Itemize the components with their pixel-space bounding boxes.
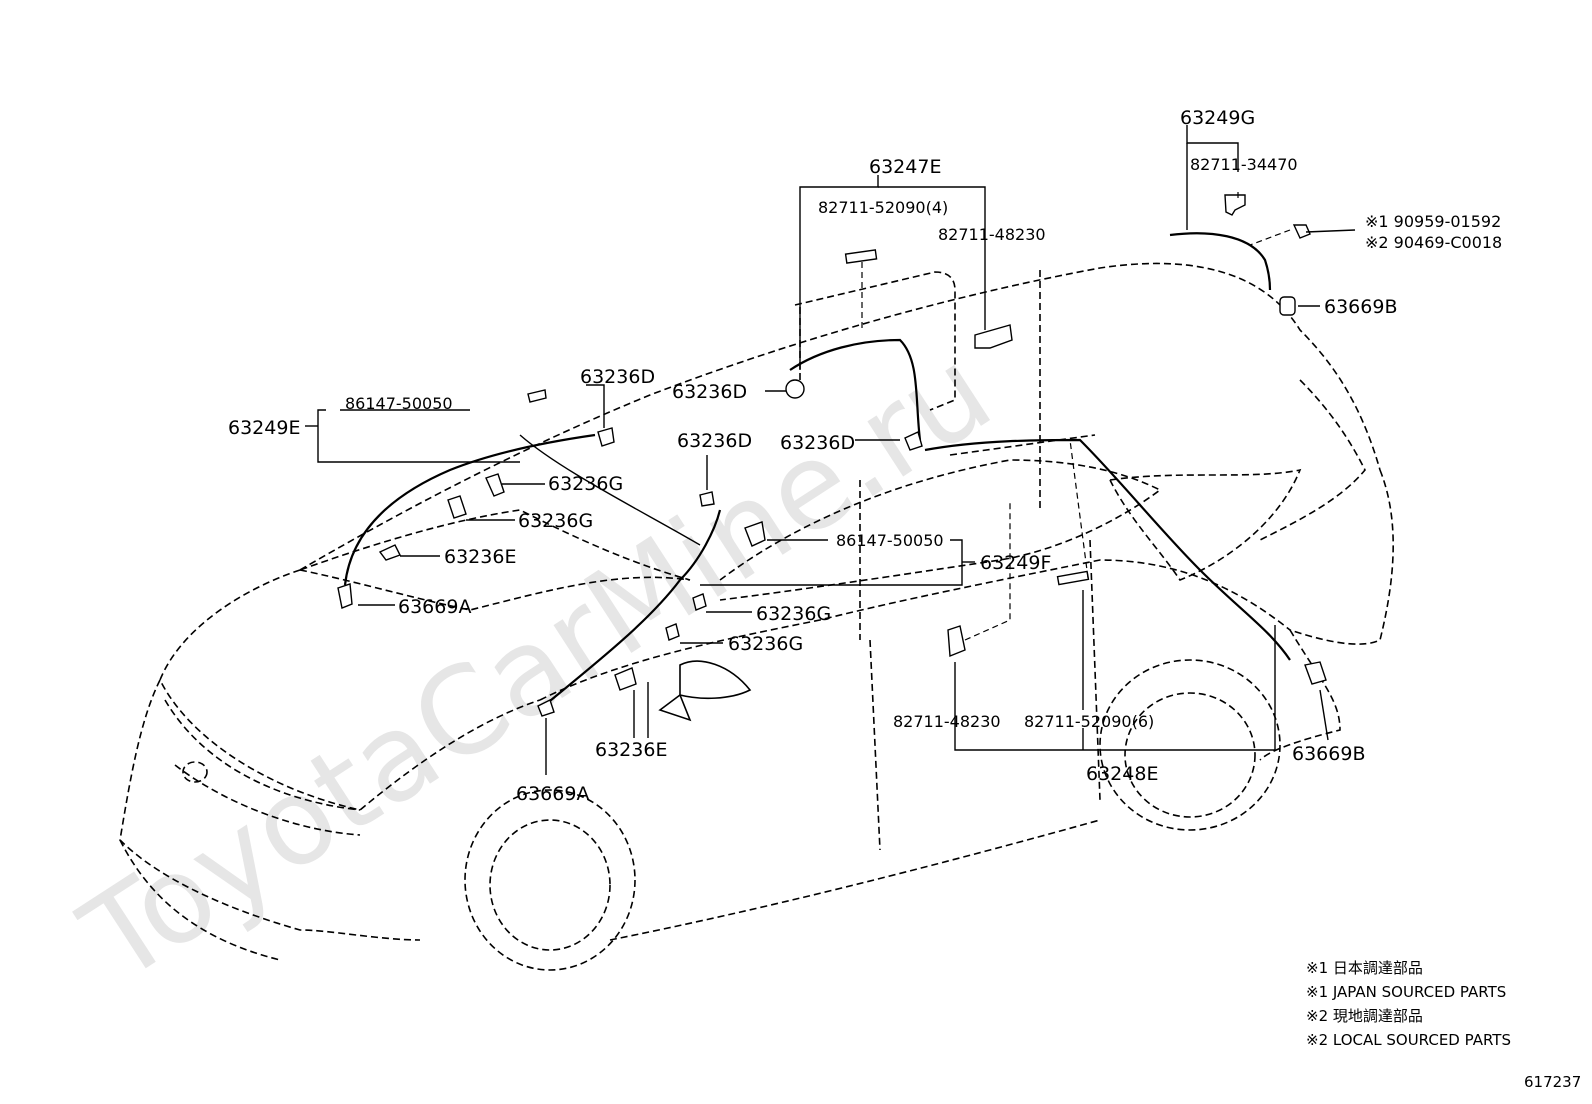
part-label-63236E-a: 63236E [444, 546, 516, 568]
note-line: ※2 現地調達部品 [1306, 1007, 1423, 1025]
clamp-icon [665, 623, 680, 641]
clip-icon [699, 491, 715, 507]
group-label-63249E: 63249E [228, 417, 300, 439]
connector-icon [527, 389, 547, 403]
part-label-63236D-d: 63236D [780, 432, 855, 454]
part-label-63236D-b: 63236D [580, 366, 655, 388]
clip-icon [597, 427, 615, 447]
part-label-82711-52090-4: 82711-52090(4) [818, 198, 948, 217]
part-label-82711-52090-6: 82711-52090(6) [1024, 712, 1154, 731]
part-label-63236D-a: 63236D [672, 381, 747, 403]
part-label-82711-48230-top: 82711-48230 [938, 225, 1046, 244]
part-labels: 63249G 82711-34470 ※1 90959-01592 ※2 904… [228, 107, 1502, 805]
clamp-icon [974, 324, 1013, 349]
connector-icon [1224, 194, 1246, 216]
part-label-86147-50050-b: 86147-50050 [836, 531, 944, 550]
nozzle-icon [1304, 661, 1327, 685]
part-label-90959-01592: ※1 90959-01592 [1365, 212, 1501, 231]
group-label-63249F: 63249F [980, 552, 1051, 574]
note-line: ※2 LOCAL SOURCED PARTS [1306, 1031, 1511, 1049]
part-label-90469-C0018: ※2 90469-C0018 [1365, 233, 1502, 252]
washer-hoses [343, 232, 1291, 706]
part-label-63236D-c: 63236D [677, 430, 752, 452]
clamp-icon [485, 473, 505, 497]
part-shapes [337, 194, 1327, 717]
clip-icon [785, 379, 805, 399]
part-label-63236G-b: 63236G [518, 510, 593, 532]
legend-notes: ※1 日本調達部品 ※1 JAPAN SOURCED PARTS ※2 現地調達… [1306, 959, 1511, 1049]
part-label-63669B-top: 63669B [1324, 296, 1397, 318]
group-label-63249G: 63249G [1180, 107, 1255, 129]
part-label-63669A-b: 63669A [516, 783, 589, 805]
clip-icon [904, 431, 923, 451]
clamp-icon [844, 249, 878, 264]
clamp-icon [1056, 570, 1090, 586]
nozzle-icon [1279, 296, 1296, 316]
part-label-63669A-a: 63669A [398, 596, 471, 618]
nozzle-icon [537, 699, 555, 717]
part-label-63236G-d: 63236G [728, 633, 803, 655]
note-line: ※1 JAPAN SOURCED PARTS [1306, 983, 1506, 1001]
connector-icon [744, 521, 766, 547]
nozzle-icon [337, 583, 353, 609]
clamp-icon [692, 593, 707, 611]
part-label-63236E-b: 63236E [595, 739, 667, 761]
vehicle-outline [119, 262, 1394, 971]
part-label-63669B-bot: 63669B [1292, 743, 1365, 765]
part-label-63236G-c: 63236G [756, 603, 831, 625]
diagram-id: 617237 [1524, 1073, 1581, 1091]
group-label-63247E: 63247E [869, 156, 941, 178]
part-label-86147-50050-a: 86147-50050 [345, 394, 453, 413]
clip-icon [1292, 224, 1311, 239]
group-label-63248E: 63248E [1086, 763, 1158, 785]
clamp-icon [378, 544, 401, 561]
part-label-82711-48230-bot: 82711-48230 [893, 712, 1001, 731]
clamp-icon [447, 495, 467, 519]
part-label-82711-34470: 82711-34470 [1190, 155, 1298, 174]
leader-lines [305, 125, 1356, 775]
clamp-icon [947, 625, 966, 658]
note-line: ※1 日本調達部品 [1306, 959, 1423, 977]
part-label-63236G-a: 63236G [548, 473, 623, 495]
clamp-icon [614, 667, 637, 691]
